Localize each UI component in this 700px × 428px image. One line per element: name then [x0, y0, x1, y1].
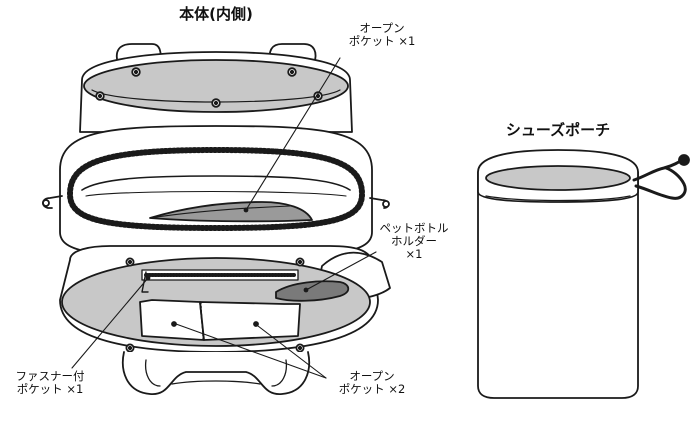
top-opening — [83, 59, 349, 113]
pouch-drawstring — [632, 156, 687, 200]
leader-open-pocket-bottom-1 — [175, 323, 327, 379]
shoe-pouch-title: シューズポーチ — [505, 121, 611, 139]
callout-bottle-holder-line1: ペットボトル — [379, 221, 449, 235]
callout-bottle-holder: ペットボトル ホルダー ×1 — [370, 221, 458, 262]
lower-rivets — [125, 257, 305, 353]
pouch-body — [477, 171, 639, 399]
open-pocket-panel-right — [199, 301, 301, 341]
leader-bottle-holder — [305, 251, 377, 291]
leader-open-pocket-bottom-2 — [257, 325, 327, 379]
shoe-pouch-illustration — [477, 149, 690, 399]
callout-open-pocket-bottom-line2: ポケット ×2 — [338, 382, 406, 397]
main-body-title: 本体(内側) — [179, 5, 253, 23]
callout-open-pocket-bottom: オープン ポケット ×2 — [324, 369, 420, 397]
top-rivets — [95, 67, 323, 108]
callout-open-pocket-top: オープン ポケット ×1 — [334, 21, 430, 49]
open-pocket-panel-left — [139, 299, 205, 341]
callout-open-pocket-bottom-line1: オープン — [349, 369, 395, 383]
callout-bottle-holder-line3: ×1 — [405, 247, 423, 262]
pouch-mouth — [485, 165, 631, 191]
backpack-illustration — [42, 43, 391, 395]
leader-zipper-pocket — [71, 277, 149, 369]
callout-bottle-holder-line2: ホルダー — [391, 234, 437, 249]
drawstring-toggle — [678, 154, 690, 166]
callout-zipper-pocket-line2: ポケット ×1 — [16, 382, 84, 397]
callout-zipper-pocket-line1: ファスナー付 — [15, 369, 85, 383]
callout-open-pocket-top-line2: ポケット ×1 — [348, 34, 416, 49]
callout-lines — [71, 57, 377, 379]
callout-zipper-pocket: ファスナー付 ポケット ×1 — [2, 369, 98, 397]
bottom-straps — [122, 351, 310, 395]
callout-open-pocket-top-line1: オープン — [359, 21, 405, 35]
bottle-holder-elastic — [275, 280, 350, 302]
leader-open-pocket-top — [245, 57, 341, 211]
inner-divider — [81, 175, 351, 191]
